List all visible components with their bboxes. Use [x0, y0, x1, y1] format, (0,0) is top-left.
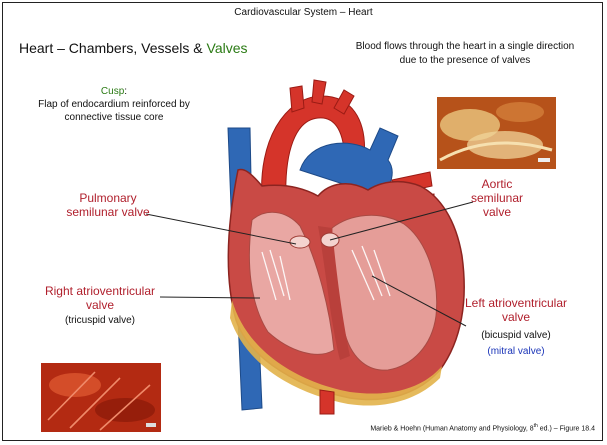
left-av-block: Left atrioventricular valve (bicuspid va…	[452, 296, 580, 359]
cusp-definition: Flap of endocardium reinforced by connec…	[18, 98, 210, 124]
title-highlight: Valves	[207, 40, 248, 56]
cusp-term-line: Cusp:	[18, 85, 210, 98]
title-prefix: Heart – Chambers, Vessels &	[19, 40, 207, 56]
citation: Marieb & Hoehn (Human Anatomy and Physio…	[370, 423, 595, 432]
right-av-block: Right atrioventricular valve (tricuspid …	[40, 284, 160, 328]
slide-topic: Cardiovascular System – Heart	[0, 7, 607, 18]
aortic-valve-label: Aortic semilunar valve	[462, 177, 532, 219]
aortic-valve-photo	[437, 97, 556, 169]
left-av-label: Left atrioventricular valve	[452, 296, 580, 324]
right-av-label: Right atrioventricular valve	[40, 284, 160, 312]
cusp-definition-block: Cusp: Flap of endocardium reinforced by …	[18, 85, 210, 124]
chordae-tendineae-photo	[41, 363, 161, 432]
tricuspid-note: (tricuspid valve)	[40, 314, 160, 328]
heart-drawing	[228, 80, 464, 414]
slide-title: Heart – Chambers, Vessels & Valves	[19, 40, 248, 56]
mitral-note: (mitral valve)	[452, 345, 580, 359]
pulmonary-valve-label: Pulmonary semilunar valve	[60, 191, 156, 219]
flow-note: Blood flows through the heart in a singl…	[352, 40, 578, 68]
citation-prefix: Marieb & Hoehn (Human Anatomy and Physio…	[370, 425, 533, 432]
cusp-term: Cusp	[101, 86, 124, 97]
bicuspid-note: (bicuspid valve)	[452, 329, 580, 343]
cusp-colon: :	[124, 86, 127, 97]
citation-suffix: ed.) – Figure 18.4	[538, 425, 595, 432]
